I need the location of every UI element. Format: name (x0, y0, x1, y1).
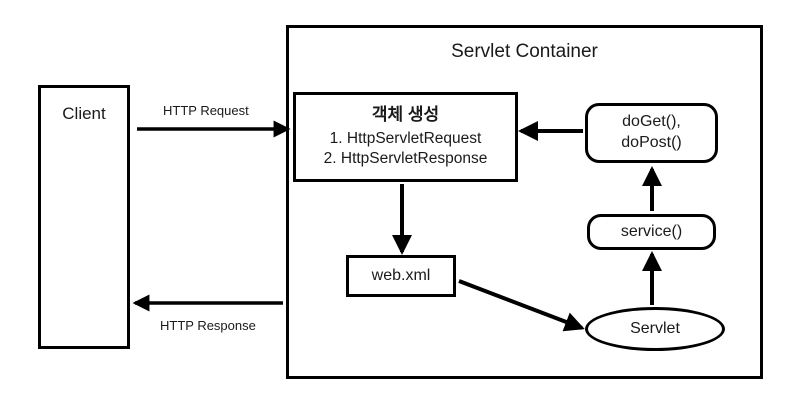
web-xml-node: web.xml (346, 255, 456, 297)
client-node: Client (38, 85, 130, 349)
do-methods-node: doGet(), doPost() (585, 103, 718, 163)
do-methods-label: doGet(), doPost() (621, 113, 682, 151)
http-response-label: HTTP Response (160, 318, 256, 333)
http-request-label: HTTP Request (163, 103, 249, 118)
object-creation-node: 객체 생성 1. HttpServletRequest 2. HttpServl… (293, 92, 518, 182)
servlet-container-title: Servlet Container (451, 41, 598, 62)
object-creation-content: 객체 생성 1. HttpServletRequest 2. HttpServl… (318, 104, 494, 169)
web-xml-label: web.xml (371, 266, 431, 284)
client-label: Client (62, 104, 106, 123)
object-creation-item-1: 1. HttpServletRequest (329, 129, 482, 147)
service-label: service() (620, 222, 683, 240)
object-creation-item-2: 2. HttpServletResponse (323, 150, 488, 168)
service-node: service() (587, 214, 716, 250)
servlet-label: Servlet (630, 319, 680, 337)
object-creation-title: 객체 생성 (371, 105, 440, 125)
servlet-node: Servlet (585, 307, 725, 351)
